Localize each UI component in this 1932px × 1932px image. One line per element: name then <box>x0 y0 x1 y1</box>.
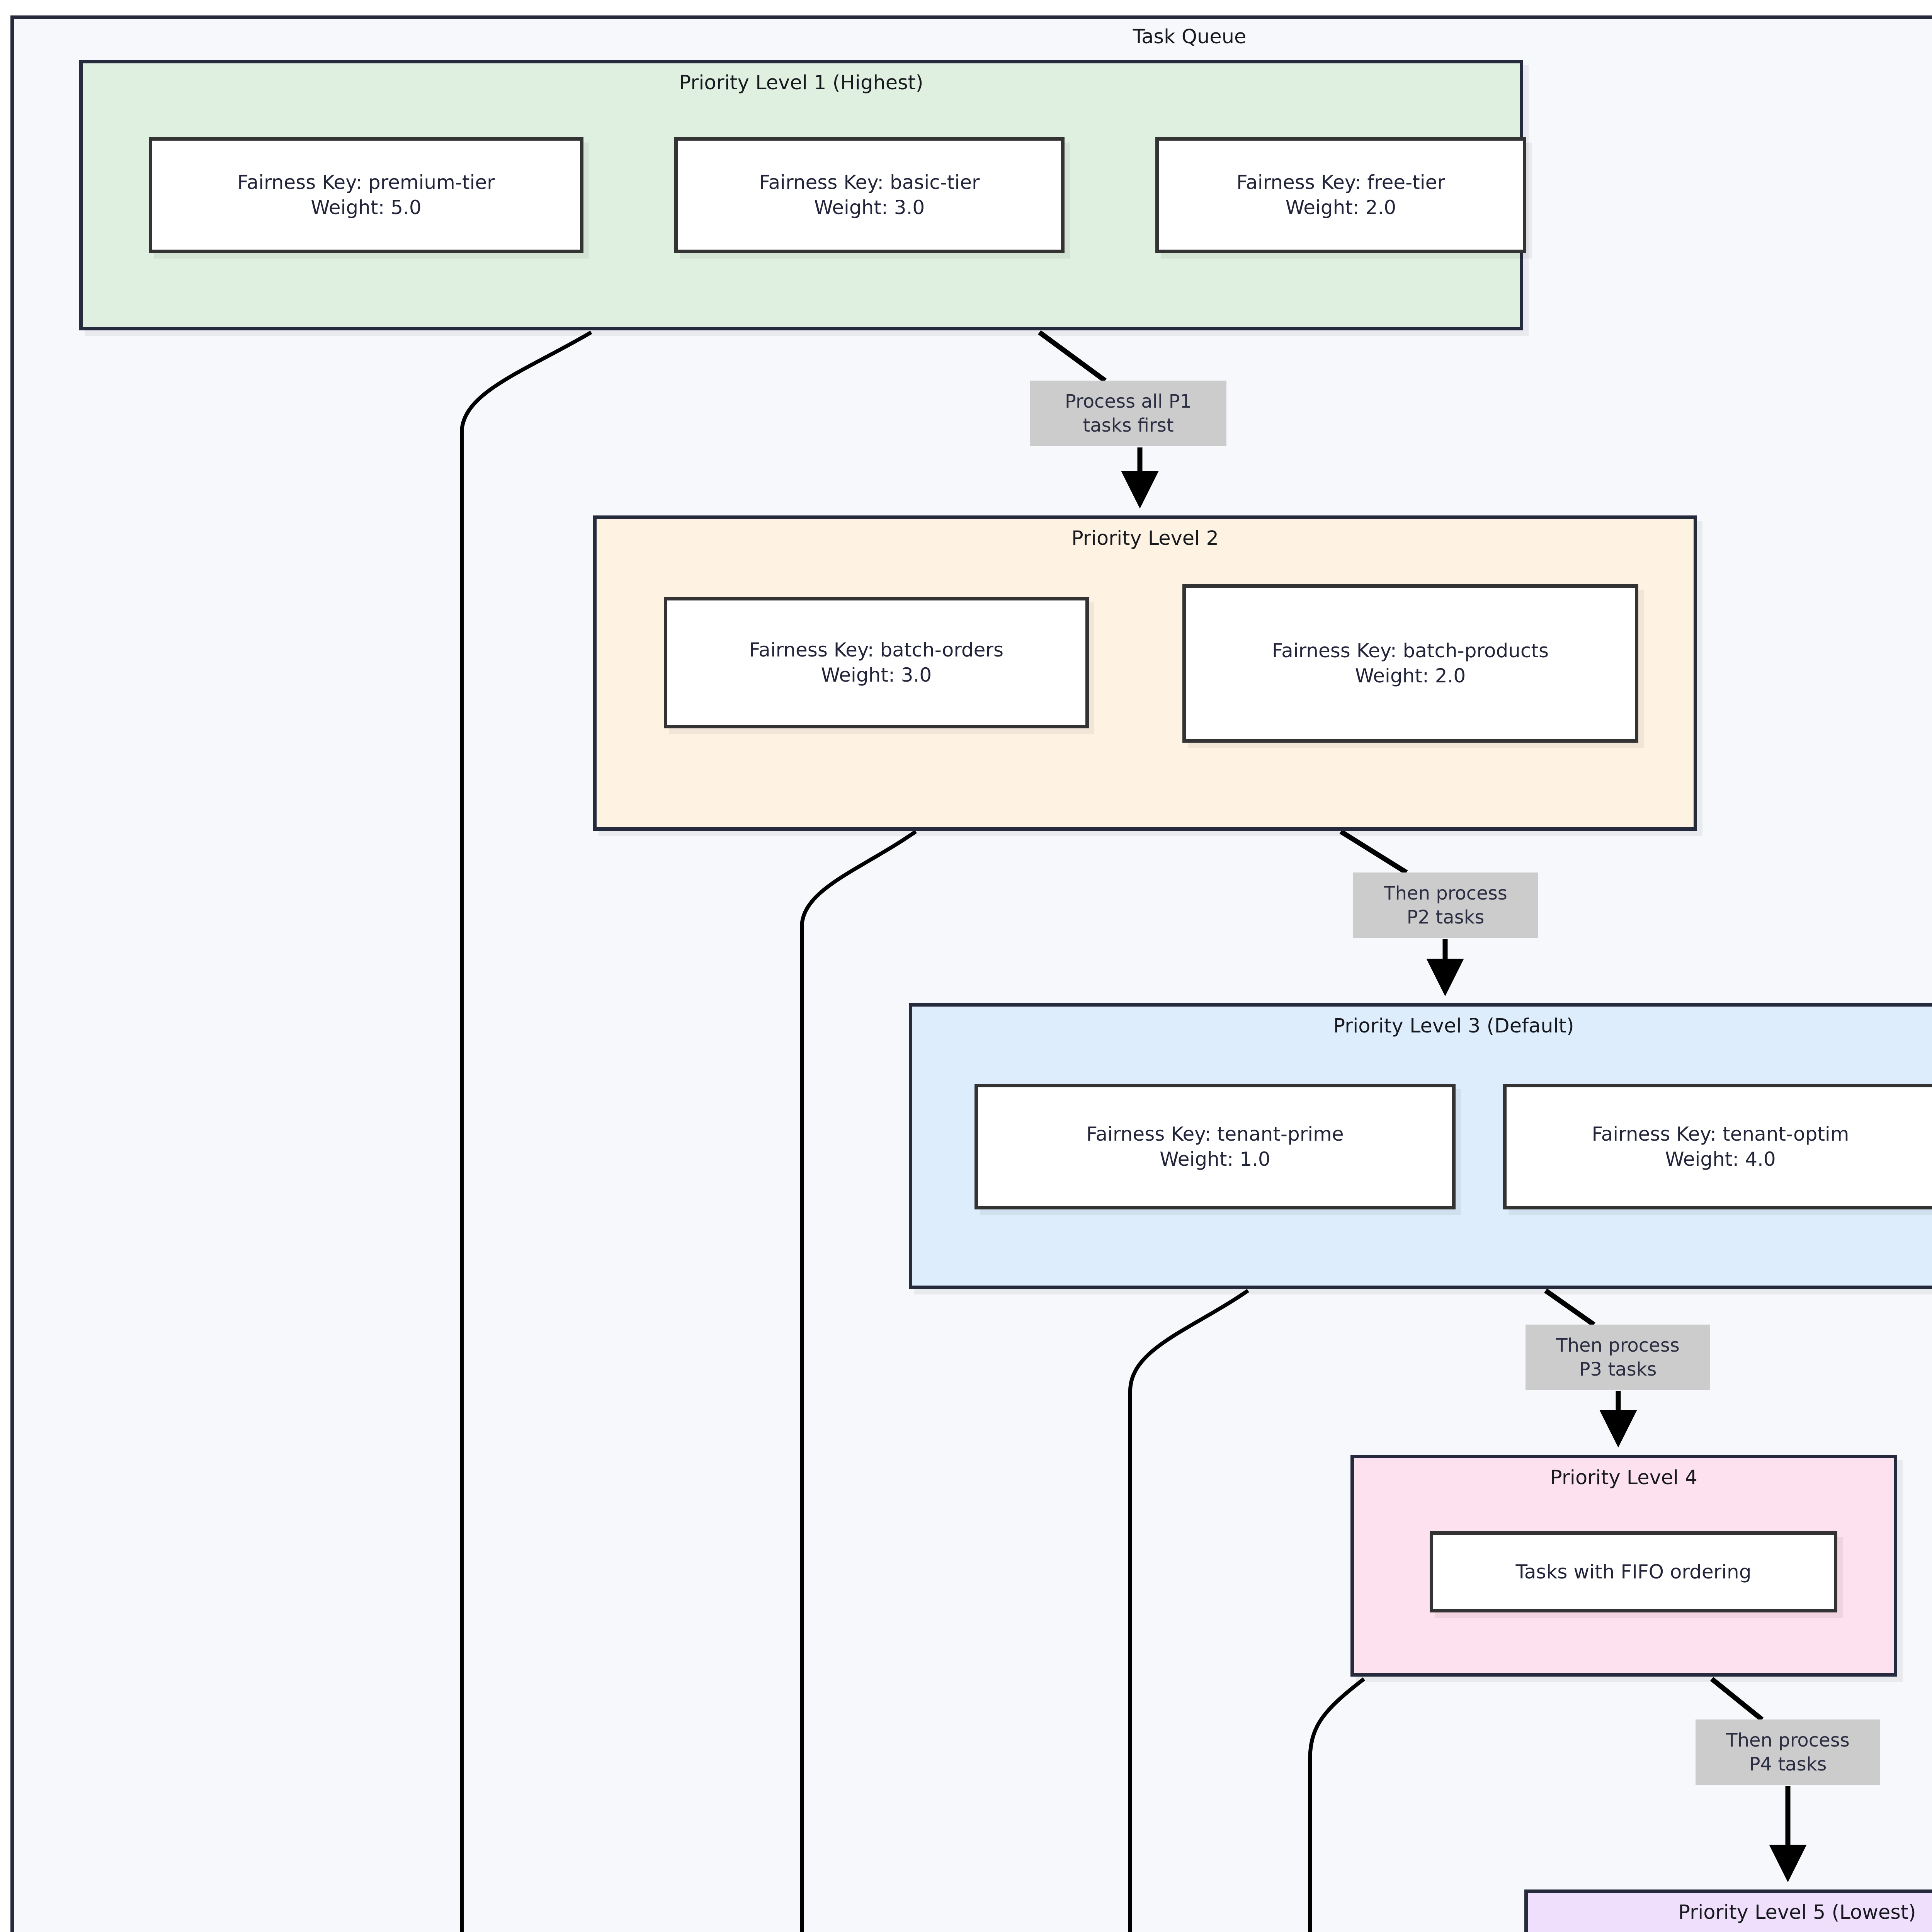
node-line-weight: Weight: 2.0 <box>1285 196 1396 219</box>
node-line-key: Fairness Key: batch-products <box>1272 639 1549 662</box>
cluster-title-priority-level-2: Priority Level 2 <box>1071 527 1219 550</box>
node-line-weight: Weight: 5.0 <box>311 196 422 219</box>
cluster-title-priority-level-1: Priority Level 1 (Highest) <box>679 71 923 94</box>
node-fairness-key-tenant-optim[interactable]: Fairness Key: tenant-optim Weight: 4.0 <box>1503 1084 1932 1209</box>
node-line-weight: Weight: 3.0 <box>814 196 925 219</box>
edge-label-then-process-p2-tasks: Then process P2 tasks <box>1353 872 1538 938</box>
node-line-weight: Weight: 3.0 <box>821 664 932 686</box>
node-fairness-key-premium-tier[interactable]: Fairness Key: premium-tier Weight: 5.0 <box>149 137 583 253</box>
edge-label-process-all-p1-tasks-first: Process all P1 tasks first <box>1030 381 1226 446</box>
edge-label-line-2: P3 tasks <box>1579 1359 1657 1380</box>
node-line-weight: Weight: 1.0 <box>1160 1148 1270 1170</box>
node-line-key: Fairness Key: premium-tier <box>237 171 495 194</box>
edge-label-line-1: Then process <box>1726 1729 1850 1751</box>
node-fairness-key-free-tier[interactable]: Fairness Key: free-tier Weight: 2.0 <box>1155 137 1526 253</box>
node-line-key: Fairness Key: tenant-prime <box>1086 1122 1344 1145</box>
cluster-title-priority-level-3: Priority Level 3 (Default) <box>1333 1015 1574 1037</box>
node-fairness-key-tenant-prime[interactable]: Fairness Key: tenant-prime Weight: 1.0 <box>975 1084 1456 1209</box>
node-line-key: Fairness Key: basic-tier <box>759 171 980 194</box>
node-line-text: Tasks with FIFO ordering <box>1515 1560 1752 1583</box>
node-fairness-key-basic-tier[interactable]: Fairness Key: basic-tier Weight: 3.0 <box>674 137 1065 253</box>
edge-label-line-1: Process all P1 <box>1065 390 1192 412</box>
node-line-key: Fairness Key: free-tier <box>1236 171 1445 194</box>
edge-label-then-process-p4-tasks: Then process P4 tasks <box>1696 1719 1880 1785</box>
edge-label-line-2: tasks first <box>1083 415 1174 436</box>
node-line-weight: Weight: 2.0 <box>1355 665 1466 687</box>
edge-label-line-1: Then process <box>1556 1334 1680 1356</box>
cluster-title-priority-level-5: Priority Level 5 (Lowest) <box>1678 1901 1916 1924</box>
node-line-key: Fairness Key: tenant-optim <box>1592 1122 1849 1145</box>
edge-label-line-2: P4 tasks <box>1749 1753 1827 1775</box>
node-tasks-with-fifo-ordering-p4[interactable]: Tasks with FIFO ordering <box>1430 1531 1837 1612</box>
node-fairness-key-batch-orders[interactable]: Fairness Key: batch-orders Weight: 3.0 <box>664 597 1089 728</box>
cluster-title-priority-level-4: Priority Level 4 <box>1550 1466 1697 1489</box>
cluster-title-task-queue: Task Queue <box>1133 26 1247 48</box>
cluster-priority-level-5[interactable]: Priority Level 5 (Lowest) <box>1524 1889 1932 1932</box>
node-line-key: Fairness Key: batch-orders <box>749 639 1004 661</box>
edge-label-line-2: P2 tasks <box>1406 906 1485 928</box>
node-line-weight: Weight: 4.0 <box>1665 1148 1776 1170</box>
edge-label-then-process-p3-tasks: Then process P3 tasks <box>1526 1325 1710 1390</box>
edge-label-line-1: Then process <box>1384 882 1507 904</box>
node-fairness-key-batch-products[interactable]: Fairness Key: batch-products Weight: 2.0 <box>1182 584 1638 743</box>
